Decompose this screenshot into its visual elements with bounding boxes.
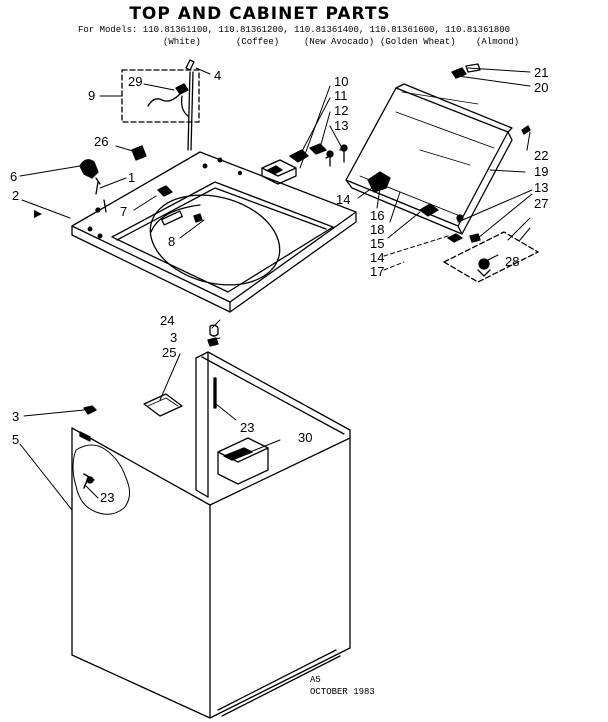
callout-7: 7 [120, 204, 127, 219]
color-golden-wheat: (Golden Wheat) [380, 37, 456, 47]
callout-13a: 13 [334, 118, 348, 133]
footer-date: OCTOBER 1983 [310, 687, 375, 697]
callout-19: 19 [534, 164, 548, 179]
callout-13b: 13 [534, 180, 548, 195]
washer-top-assembly [71, 151, 357, 313]
diagram-title: TOP AND CABINET PARTS [129, 4, 391, 24]
callout-28: 28 [505, 254, 519, 269]
color-new-avocado: (New Avocado) [304, 37, 375, 47]
callout-26: 26 [94, 134, 108, 149]
washer-lid [345, 63, 531, 243]
footer: A5 OCTOBER 1983 [310, 675, 375, 697]
callout-6: 6 [10, 169, 17, 184]
leader-lines [19, 67, 533, 511]
callout-4: 4 [214, 68, 221, 83]
switch-parts [261, 143, 348, 185]
footer-code: A5 [310, 675, 321, 685]
callout-numbers: 21 20 22 19 13 27 28 10 11 12 13 14 16 1… [10, 65, 548, 505]
callout-30: 30 [298, 430, 312, 445]
color-white: (White) [163, 37, 201, 47]
callout-23a: 23 [240, 420, 254, 435]
color-coffee: (Coffee) [236, 37, 280, 47]
callout-14b: 14 [370, 250, 384, 265]
callout-11: 11 [334, 88, 348, 103]
callout-1: 1 [128, 170, 135, 185]
color-almond: (Almond) [476, 37, 520, 47]
callout-22: 22 [534, 148, 548, 163]
callout-18: 18 [370, 222, 384, 237]
callout-8: 8 [168, 234, 175, 249]
callout-14a: 14 [336, 192, 350, 207]
callout-24: 24 [160, 313, 174, 328]
callout-25: 25 [162, 345, 176, 360]
callout-23b: 23 [100, 490, 114, 505]
callout-5: 5 [12, 432, 19, 447]
callout-9: 9 [88, 88, 95, 103]
callout-10: 10 [334, 74, 348, 89]
hinge-parts [79, 145, 203, 223]
callout-15: 15 [370, 236, 384, 251]
model-numbers: For Models: 110.81361100, 110.81361200, … [78, 25, 511, 35]
callout-12: 12 [334, 103, 348, 118]
callout-17: 17 [370, 264, 384, 279]
lid-bumper-box [443, 231, 539, 283]
callout-3b: 3 [12, 409, 19, 424]
callout-29: 29 [128, 74, 142, 89]
callout-16: 16 [370, 208, 384, 223]
callout-21: 21 [534, 65, 548, 80]
callout-2: 2 [12, 188, 19, 203]
callout-27: 27 [534, 196, 548, 211]
callout-3a: 3 [170, 330, 177, 345]
washer-cabinet [71, 324, 351, 719]
color-variants: (White) (Coffee) (New Avocado) (Golden W… [0, 37, 608, 49]
callout-20: 20 [534, 80, 548, 95]
